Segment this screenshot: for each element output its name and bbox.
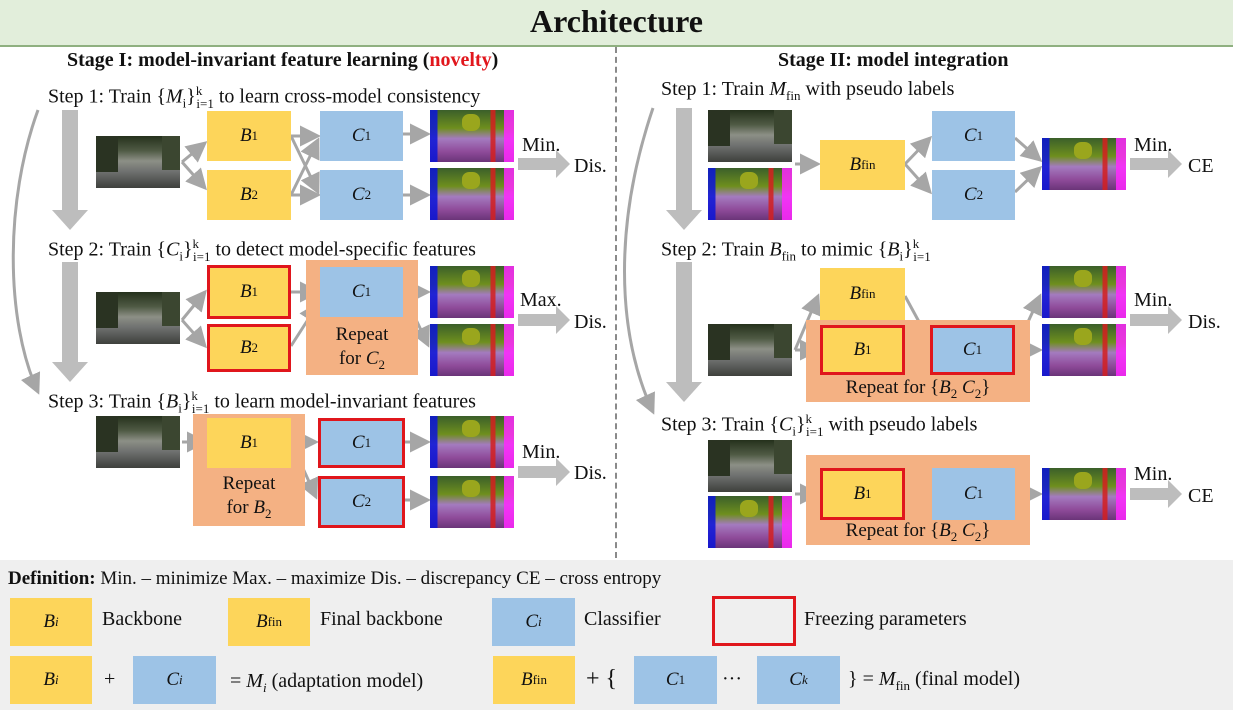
- segmentation-output: [430, 168, 514, 220]
- min-label: Min.: [522, 134, 561, 156]
- title-bar: [0, 0, 1233, 47]
- legend-classifier-label: Classifier: [584, 608, 661, 630]
- stage1-step1: Step 1: Train {Mi}ki=1 to learn cross-mo…: [48, 83, 481, 111]
- down-arrow-s1-1: [52, 110, 88, 230]
- stage1-step2: Step 2: Train {Ci}ki=1 to detect model-s…: [48, 236, 476, 264]
- source-image: [708, 440, 792, 492]
- down-arrow-s2-1: [666, 108, 702, 230]
- final-model-definition: } = Mfin (final model): [848, 668, 1020, 693]
- legend-frozen-swatch: [712, 596, 796, 646]
- stage1-title: Stage I: model-invariant feature learnin…: [67, 49, 499, 71]
- min-label: Min.: [522, 441, 561, 463]
- legend-final-backbone-label: Final backbone: [320, 608, 443, 630]
- source-image: [708, 324, 792, 376]
- source-image: [96, 416, 180, 468]
- segmentation-output: [430, 476, 514, 528]
- segmentation-output: [430, 416, 514, 468]
- stage1-step3: Step 3: Train {Bi}ki=1 to learn model-in…: [48, 388, 476, 416]
- segmentation-output: [1042, 266, 1126, 318]
- source-image: [96, 136, 180, 188]
- segmentation-output: [430, 110, 514, 162]
- ce-label: CE: [1188, 485, 1214, 507]
- plus-sign: +: [104, 668, 116, 690]
- min-label: Min.: [1134, 463, 1173, 485]
- dis-label: Dis.: [574, 311, 607, 333]
- ellipsis: ···: [722, 668, 742, 690]
- dis-label: Dis.: [1188, 311, 1221, 333]
- dis-label: Dis.: [574, 462, 607, 484]
- pseudo-label-image: [708, 496, 792, 548]
- stage2-step2: Step 2: Train Bfin to mimic {Bi}ki=1: [661, 236, 931, 264]
- segmentation-output: [1042, 324, 1126, 376]
- min-label: Min.: [1134, 289, 1173, 311]
- down-arrow-s2-2: [666, 262, 702, 402]
- ce-label: CE: [1188, 155, 1214, 177]
- adaptation-model-definition: = Mi (adaptation model): [230, 670, 424, 695]
- stage2-step3: Step 3: Train {Ci}ki=1 with pseudo label…: [661, 411, 978, 439]
- pseudo-label-image: [708, 168, 792, 220]
- legend-backbone-label: Backbone: [102, 608, 182, 630]
- segmentation-output: [430, 324, 514, 376]
- stage2-title: Stage II: model integration: [778, 49, 1009, 71]
- segmentation-output: [1042, 468, 1126, 520]
- definition-text: Definition: Min. – minimize Max. – maxim…: [8, 568, 662, 589]
- repeat-b2-c2-label: Repeat for {B2 C2}: [845, 520, 991, 544]
- down-arrow-s1-2: [52, 262, 88, 382]
- segmentation-output: [430, 266, 514, 318]
- segmentation-output: [1042, 138, 1126, 190]
- dis-label: Dis.: [574, 155, 607, 177]
- stage2-step1: Step 1: Train Mfin with pseudo labels: [661, 78, 955, 103]
- source-image: [708, 110, 792, 162]
- repeat-b2-c2-label: Repeat for {B2 C2}: [845, 377, 991, 401]
- max-label: Max.: [520, 289, 562, 311]
- novelty-label: novelty: [429, 49, 492, 71]
- source-image: [96, 292, 180, 344]
- legend-frozen-label: Freezing parameters: [804, 608, 967, 630]
- plus-brace: + {: [586, 666, 618, 692]
- min-label: Min.: [1134, 134, 1173, 156]
- loop-arrow-stage1: [11, 109, 41, 395]
- loop-arrow-stage2: [623, 107, 655, 415]
- stage-divider: [615, 47, 617, 558]
- figure-title: Architecture: [530, 3, 703, 39]
